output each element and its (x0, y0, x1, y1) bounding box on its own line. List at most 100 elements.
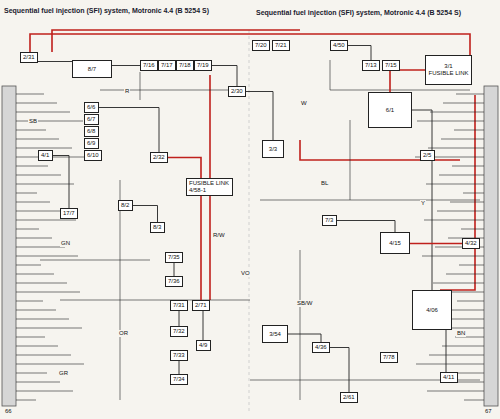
component-label: 7/18 (179, 62, 191, 69)
component-label: 4/32 (465, 240, 477, 247)
component-box: 7/34 (170, 374, 188, 385)
component-box: 4/50 (330, 40, 348, 51)
component-box: 7/17 (158, 60, 176, 71)
component-label: 6/10 (87, 152, 99, 159)
component-box: 8/7 (72, 60, 112, 78)
page-title: Sequential fuel injection (SFI) system, … (4, 6, 244, 15)
component-box: 8/2 (118, 200, 133, 211)
component-label: 4/36 (315, 344, 327, 351)
component-box: 7/13 (362, 60, 380, 71)
wire-connector (412, 110, 432, 290)
component-label: 3/54 (269, 331, 281, 338)
component-box: 4/11 (440, 372, 458, 383)
component-label: 8/2 (121, 202, 130, 209)
page-number: 66 (4, 408, 13, 415)
wire-color-label: GR (58, 370, 69, 377)
wire-connector (348, 46, 371, 61)
component-label: 7/78 (383, 354, 395, 361)
component-label: 7/35 (168, 254, 180, 261)
component-label: 7/31 (173, 302, 185, 309)
component-label: 7/34 (173, 376, 185, 383)
wire-connector (53, 156, 69, 209)
component-label: 7/21 (275, 42, 287, 49)
component-label: 7/36 (168, 278, 180, 285)
component-label: 3/3 (269, 146, 277, 153)
component-label: 4/50 (333, 42, 345, 49)
wire-connector (288, 334, 321, 342)
component-box: 4/06 (412, 290, 452, 330)
component-label: 2/31 (23, 54, 35, 61)
component-label: 17/7 (63, 210, 75, 217)
component-box: 6/10 (84, 150, 102, 161)
component-label: 7/32 (173, 328, 185, 335)
component-label: 4/06 (426, 307, 438, 314)
component-label: 2/32 (153, 154, 165, 161)
component-label: 7/19 (197, 62, 209, 69)
component-box: 2/61 (340, 392, 358, 403)
component-label: 7/16 (143, 62, 155, 69)
wire-connector (203, 311, 204, 340)
component-box: 2/31 (20, 52, 38, 63)
component-box: 2/32 (150, 152, 168, 163)
component-label: 4/9 (199, 342, 208, 349)
component-box: 6/1 (368, 92, 412, 128)
component-box: 7/15 (382, 60, 400, 71)
component-box: 6/9 (84, 138, 99, 149)
wire-color-label: R/W (212, 232, 226, 239)
wire-color-label: GN (60, 240, 71, 247)
wire-color-label: BN (456, 330, 466, 337)
wire-connector (38, 61, 72, 62)
wire-color-label: BL (320, 180, 329, 187)
wire-color-label: SB (28, 118, 38, 125)
component-label: 2/61 (343, 394, 355, 401)
component-box: 4/36 (312, 342, 330, 353)
wire-color-label: SB/W (296, 300, 313, 307)
component-box: 3/54 (262, 325, 288, 343)
component-box: 7/18 (176, 60, 194, 71)
page-title: Sequential fuel injection (SFI) system, … (256, 8, 496, 17)
page-number: 67 (484, 408, 493, 415)
component-box: 7/21 (272, 40, 290, 51)
wire-connector (390, 70, 425, 92)
component-label: 4/15 (389, 240, 401, 247)
component-box: 6/8 (84, 126, 99, 137)
component-box: 6/6 (84, 102, 99, 113)
component-box: 7/32 (170, 326, 188, 337)
component-label: 6/9 (87, 140, 96, 147)
component-box: 8/3 (150, 222, 165, 233)
component-box: 4/1 (38, 150, 53, 161)
component-label: 7/20 (255, 42, 267, 49)
wire-color-label: Y (420, 200, 426, 207)
wire-connector (410, 243, 462, 244)
component-box: 7/20 (252, 40, 270, 51)
component-box: 3/1FUSIBLE LINK (425, 55, 472, 85)
wire-color-label: R (124, 88, 130, 95)
component-box: 2/71 (192, 300, 210, 311)
component-box: 7/36 (165, 276, 183, 287)
wire-connector (446, 330, 447, 372)
component-box: 4/15 (380, 232, 410, 254)
wire-connector (212, 66, 237, 87)
component-box: 7/78 (380, 352, 398, 363)
wire-color-label: VO (240, 270, 251, 277)
component-box: 6/7 (84, 114, 99, 125)
component-label: 6/1 (386, 107, 394, 114)
component-label: 2/71 (195, 302, 207, 309)
component-box: 4/9 (196, 340, 211, 351)
component-label: 4/1 (41, 152, 50, 159)
wire-connector (133, 206, 158, 223)
wire-color-label: W (300, 100, 308, 107)
component-box: 17/7 (60, 208, 78, 219)
component-label: FUSIBLE LINK (428, 70, 468, 77)
wire-connector (246, 92, 273, 141)
component-box: 7/31 (170, 300, 188, 311)
component-label: 7/17 (161, 62, 173, 69)
component-label: 8/7 (88, 66, 96, 73)
component-label: 2/5 (423, 152, 432, 159)
component-box: 4/32 (462, 238, 480, 249)
component-label: 6/8 (87, 128, 96, 135)
wire-connector (112, 65, 140, 66)
component-label: 4/58-1 (189, 187, 230, 194)
wire-connector (179, 311, 180, 326)
